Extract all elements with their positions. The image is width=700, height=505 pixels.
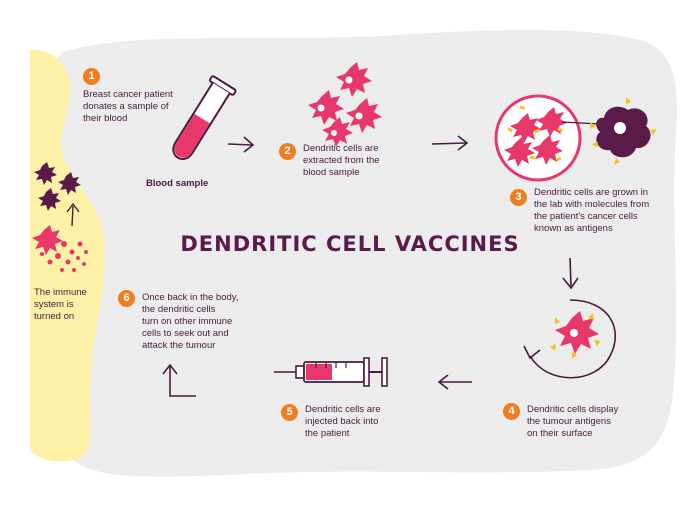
step-text-line: blood sample [303, 167, 360, 178]
step-text-line: Dendritic cells are [305, 404, 381, 415]
step-text-line: the lab with molecules from [534, 199, 650, 210]
step-text-line: Dendritic cells are [303, 143, 379, 154]
dendritic-cells-icon [308, 62, 382, 147]
body-silhouette [30, 49, 105, 462]
step-1-badge: 1 [83, 68, 100, 85]
step-text-line: attack the tumour [142, 340, 216, 351]
step-text-line: Dendritic cells display [527, 404, 619, 415]
step-3-text: Dendritic cells are grown in the lab wit… [534, 187, 649, 235]
step-text-line: the patient's cancer cells [534, 211, 638, 222]
lab-culture-icon [494, 94, 657, 182]
immune-label-line: turned on [34, 311, 75, 322]
step-3-badge: 3 [510, 189, 527, 206]
step-text-line: donates a sample of [83, 101, 169, 112]
step-text-line: Breast cancer patient [83, 89, 173, 100]
step-4-badge: 4 [503, 403, 520, 420]
diagram-title: DENDRITIC CELL VACCINES [180, 232, 520, 256]
step-text-line: turn on other immune [142, 316, 233, 327]
blood-sample-label: Blood sample [146, 178, 209, 189]
step-text-line: on their surface [527, 428, 593, 439]
arrow-step4-to-step5 [437, 374, 472, 390]
immune-system-label: The immune system is turned on [34, 287, 87, 323]
step-5-text: Dendritic cells are injected back into t… [305, 404, 381, 440]
step-1-text: Breast cancer patient donates a sample o… [83, 89, 173, 125]
step-text-line: Dendritic cells are grown in [534, 187, 649, 198]
step-text-line: the tumour antigens [527, 416, 611, 427]
step-6-text: Once back in the body, the dendritic cel… [142, 292, 238, 352]
step-text-line: cells to seek out and [142, 328, 229, 339]
arrow-step1-to-step2 [227, 136, 255, 153]
step-text-line: the patient [305, 428, 350, 439]
step-text-line: injected back into [305, 416, 379, 427]
syringe-icon [274, 357, 388, 387]
step-5-badge: 5 [281, 404, 298, 421]
immune-activation-icon [32, 162, 88, 272]
step-2-text: Dendritic cells are extracted from the b… [303, 143, 380, 179]
arrow-step3-to-step4 [562, 257, 579, 290]
step-text-line: their blood [83, 113, 128, 124]
antigen-cell-icon [523, 299, 617, 379]
step-text-line: the dendritic cells [142, 304, 216, 315]
arrow-step2-to-step3 [431, 135, 469, 151]
step-text-line: Once back in the body, [142, 292, 239, 303]
immune-label-line: The immune [34, 287, 87, 298]
immune-label-line: system is [34, 299, 74, 310]
step-4-text: Dendritic cells display the tumour antig… [527, 404, 618, 440]
step-text-line: known as antigens [534, 223, 613, 234]
arrow-step5-to-step6 [162, 363, 196, 397]
blood-tube-icon [172, 75, 237, 160]
step-2-badge: 2 [279, 143, 296, 160]
step-6-badge: 6 [118, 290, 135, 307]
step-text-line: extracted from the [303, 155, 380, 166]
